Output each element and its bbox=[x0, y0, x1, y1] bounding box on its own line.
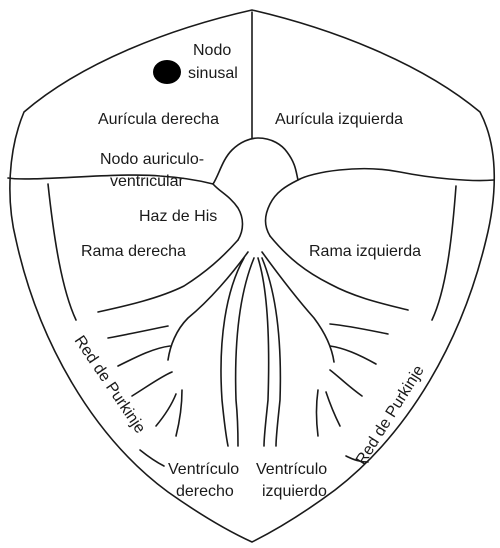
right-purkinje-1 bbox=[108, 326, 168, 338]
his-bundle-left-edge bbox=[213, 184, 243, 240]
nodo-av-line1: Nodo auriculo- bbox=[100, 151, 204, 168]
rama-izquierda-label: Rama izquierda bbox=[309, 243, 421, 260]
right-purkinje-2 bbox=[118, 346, 170, 366]
septal-fiber-1 bbox=[221, 258, 244, 446]
av-junction-left bbox=[8, 138, 494, 184]
septal-fiber-4 bbox=[258, 258, 269, 446]
haz-de-his-label: Haz de His bbox=[139, 208, 217, 225]
auricula-derecha-label: Aurícula derecha bbox=[98, 111, 219, 128]
nodo-sinusal-line2: sinusal bbox=[188, 65, 238, 82]
ventriculo-derecho-line2: derecho bbox=[176, 483, 234, 500]
his-bundle-right-edge bbox=[266, 180, 299, 236]
sinoatrial-node bbox=[153, 60, 181, 84]
auricula-izquierda-label: Aurícula izquierda bbox=[275, 111, 403, 128]
left-outer-purkinje bbox=[48, 184, 76, 320]
rama-derecha-label: Rama derecha bbox=[81, 243, 186, 260]
ventriculo-izquierdo-line1: Ventrículo bbox=[256, 461, 327, 478]
nodo-av-line2: ventricular bbox=[110, 173, 184, 190]
septal-fiber-2 bbox=[236, 258, 254, 446]
red-purkinje-left-label: Red de Purkinje bbox=[71, 333, 149, 437]
ventriculo-izquierdo-line2: izquierdo bbox=[262, 483, 327, 500]
ventriculo-derecho-line1: Ventrículo bbox=[168, 461, 239, 478]
left-lower-purkinje bbox=[140, 450, 164, 466]
nodo-sinusal-line1: Nodo bbox=[193, 42, 231, 59]
left-purkinje-3 bbox=[330, 370, 362, 396]
left-purkinje-4 bbox=[326, 392, 340, 426]
left-purkinje-1 bbox=[330, 324, 388, 334]
left-purkinje-2 bbox=[330, 346, 376, 364]
right-purkinje-4 bbox=[156, 394, 176, 426]
right-purkinje-5 bbox=[176, 390, 182, 436]
right-purkinje-3 bbox=[132, 372, 172, 396]
right-outer-purkinje bbox=[432, 186, 456, 320]
red-purkinje-right-label: Red de Purkinje bbox=[353, 362, 428, 468]
left-bundle-lower bbox=[262, 252, 334, 362]
left-purkinje-5 bbox=[317, 390, 319, 436]
